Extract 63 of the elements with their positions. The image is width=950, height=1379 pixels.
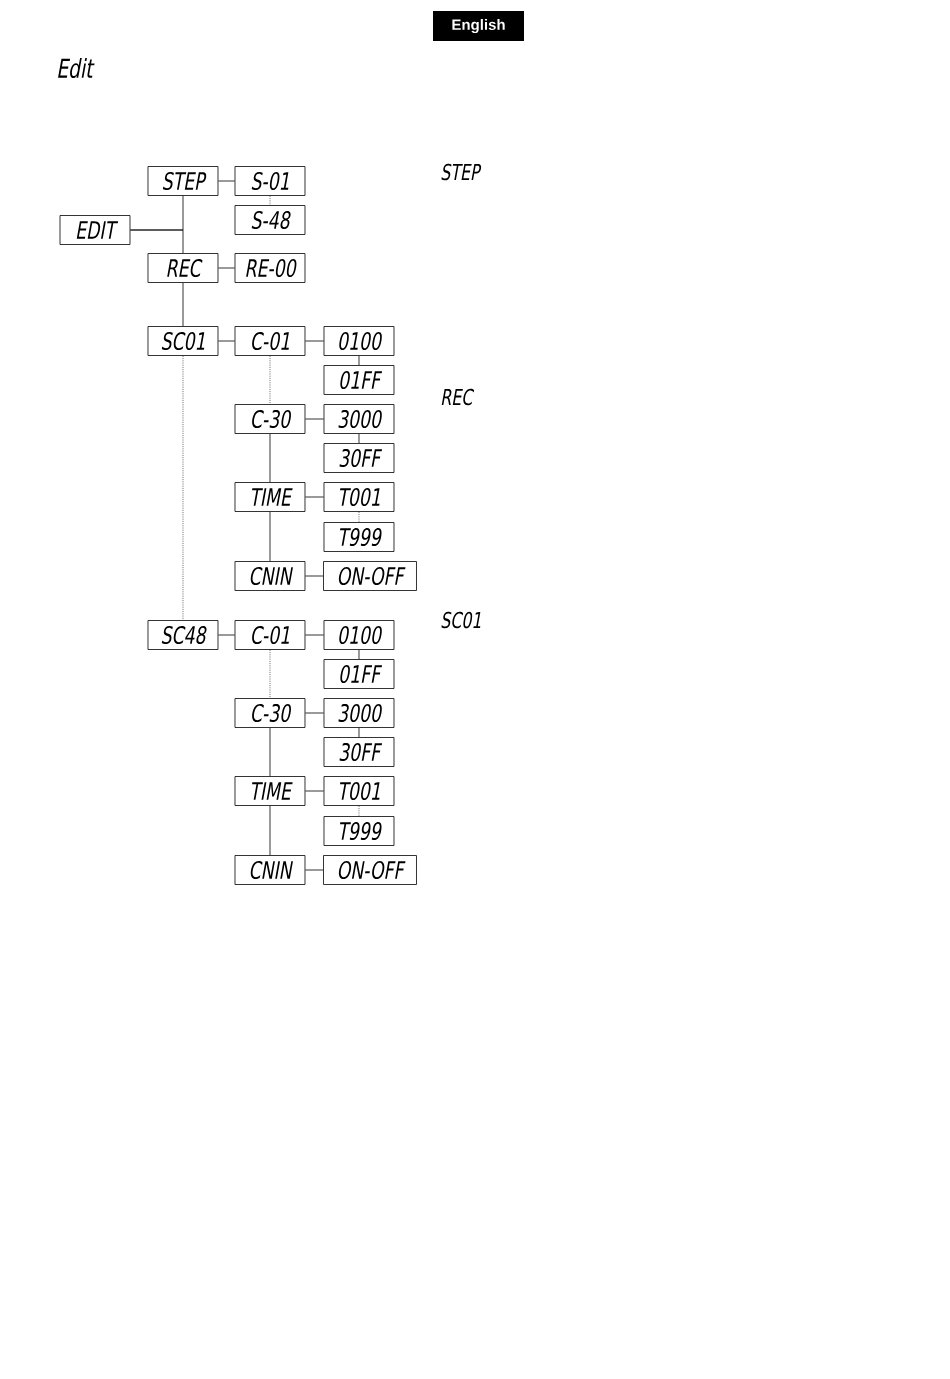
- connector-line: [305, 575, 324, 577]
- display-box: T999: [323, 522, 395, 552]
- display-box: REC: [147, 253, 219, 283]
- connector-line: [358, 511, 360, 523]
- connector-line: [305, 418, 324, 420]
- connector-line: [218, 340, 235, 342]
- menu-label: REC: [441, 388, 475, 406]
- display-box: 3000: [323, 404, 395, 434]
- language-badge: English: [433, 11, 524, 41]
- display-box: CNIN: [234, 561, 306, 591]
- display-box: T001: [323, 482, 395, 512]
- connector-line: [218, 634, 235, 636]
- display-box: ON-OFF: [323, 855, 417, 885]
- connector-line: [269, 727, 271, 777]
- display-box: 0100: [323, 620, 395, 650]
- connector-line: [305, 869, 324, 871]
- display-box: T001: [323, 776, 395, 806]
- display-box: EDIT: [59, 215, 131, 245]
- display-box: T999: [323, 816, 395, 846]
- display-box: S-48: [234, 205, 306, 235]
- connector-line: [305, 496, 324, 498]
- connector-line: [182, 282, 184, 327]
- display-box: 01FF: [323, 365, 395, 395]
- display-box: 30FF: [323, 737, 395, 767]
- connector-line: [305, 790, 324, 792]
- display-box: 0100: [323, 326, 395, 356]
- connector-line: [305, 340, 324, 342]
- connector-line: [358, 727, 360, 738]
- connector-line: [269, 433, 271, 483]
- connector-line: [358, 355, 360, 366]
- connector-line: [182, 355, 184, 621]
- display-box: TIME: [234, 482, 306, 512]
- connector-line: [269, 649, 271, 699]
- connector-line: [218, 267, 235, 269]
- connector-line: [269, 355, 271, 405]
- connector-line: [269, 195, 271, 206]
- connector-line: [358, 649, 360, 660]
- menu-label: STEP: [441, 163, 482, 181]
- display-box: SC01: [147, 326, 219, 356]
- display-box: 01FF: [323, 659, 395, 689]
- display-box: RE-00: [234, 253, 306, 283]
- display-box: CNIN: [234, 855, 306, 885]
- display-box: C-30: [234, 698, 306, 728]
- display-box: 3000: [323, 698, 395, 728]
- display-box: S-01: [234, 166, 306, 196]
- connector-line: [358, 805, 360, 817]
- connector-line: [358, 433, 360, 444]
- display-box: STEP: [147, 166, 219, 196]
- connector-line: [305, 712, 324, 714]
- connector-line: [269, 511, 271, 562]
- display-box: C-01: [234, 620, 306, 650]
- connector-line: [305, 634, 324, 636]
- connector-line: [130, 229, 184, 254]
- display-box: C-01: [234, 326, 306, 356]
- display-box: SC48: [147, 620, 219, 650]
- menu-label: SC01: [441, 611, 481, 629]
- display-box: C-30: [234, 404, 306, 434]
- display-box: ON-OFF: [323, 561, 417, 591]
- connector-line: [269, 805, 271, 856]
- display-box: TIME: [234, 776, 306, 806]
- heading: Edit: [58, 57, 95, 79]
- connector-line: [218, 180, 235, 182]
- display-box: 30FF: [323, 443, 395, 473]
